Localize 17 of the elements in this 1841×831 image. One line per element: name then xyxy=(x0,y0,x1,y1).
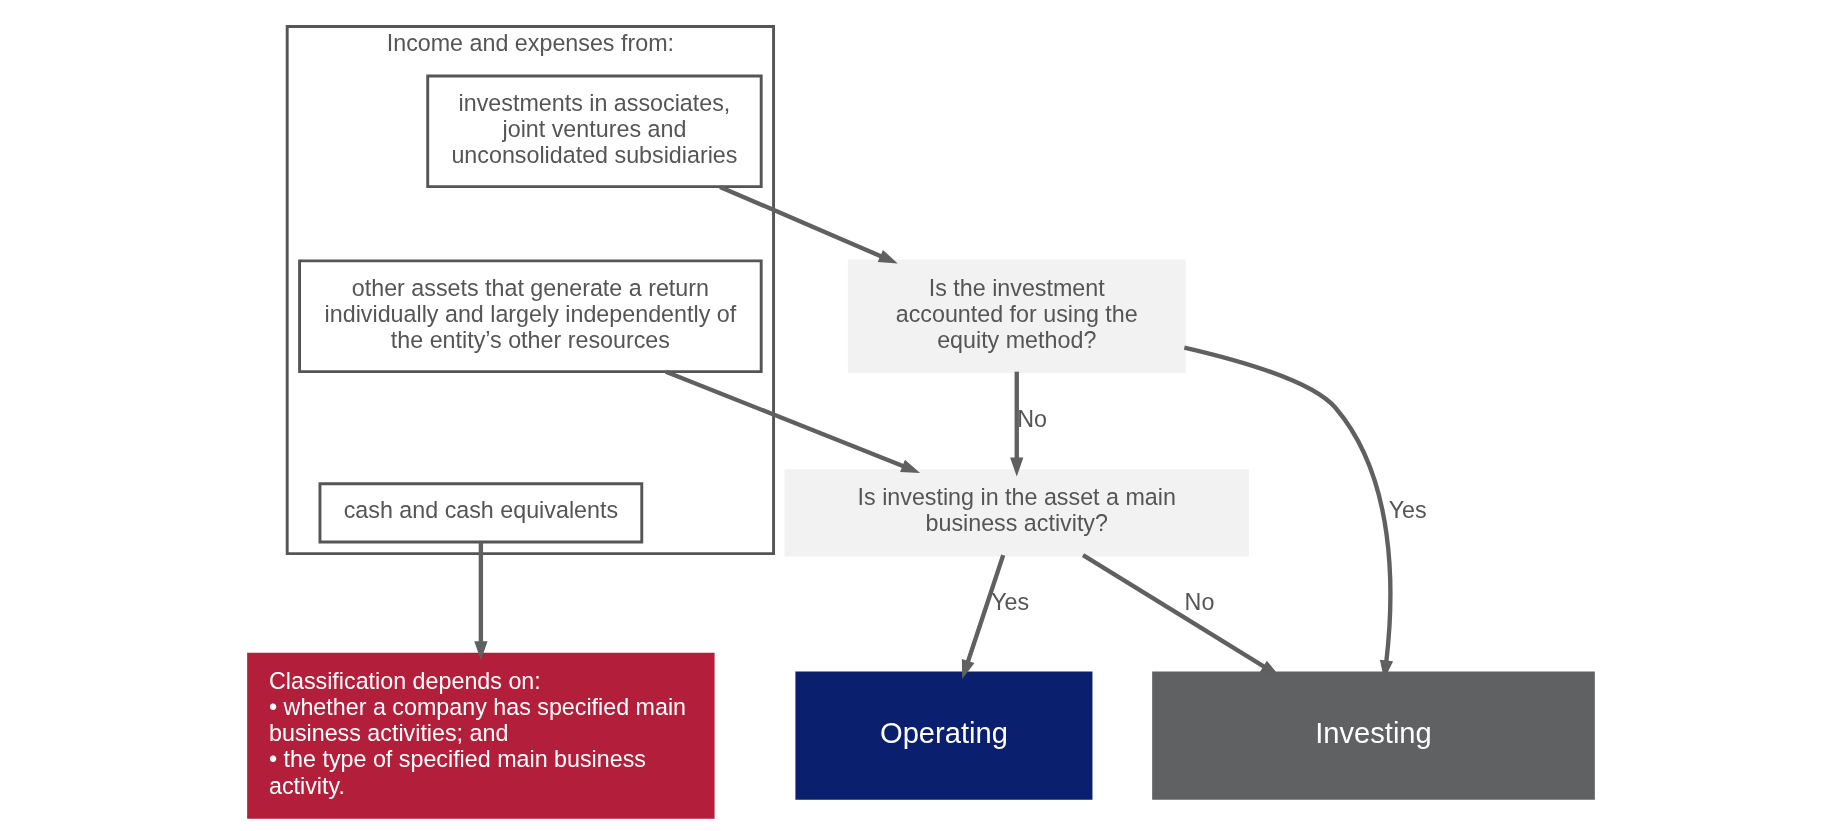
arrow xyxy=(473,541,487,660)
arrow xyxy=(1009,371,1023,477)
edge-label: Yes xyxy=(1388,496,1427,523)
node-box: Is the investment accounted for using the equity method? xyxy=(847,258,1186,373)
node-box: other assets that generate a return individually and largely independently of the entity’s other resources xyxy=(297,258,763,373)
node-box: Is investing in the asset a main business activity? xyxy=(784,468,1249,556)
edge-label: No xyxy=(1016,405,1047,432)
arrow xyxy=(718,184,898,263)
node-box: investments in associates, joint ventures and unconsolidated subsidiaries xyxy=(425,74,763,188)
node-box: Classification depends on: • whether a company has specified main business activities; and • the type of specified main business activity. xyxy=(246,652,715,819)
arrow xyxy=(664,369,920,473)
edge-label: Yes xyxy=(990,588,1029,615)
node-box: Operating xyxy=(794,671,1092,800)
arrow xyxy=(961,553,1005,679)
node-box: Investing xyxy=(1151,671,1595,800)
edge-label: No xyxy=(1184,588,1214,615)
node-box: cash and cash equivalents xyxy=(318,481,643,543)
